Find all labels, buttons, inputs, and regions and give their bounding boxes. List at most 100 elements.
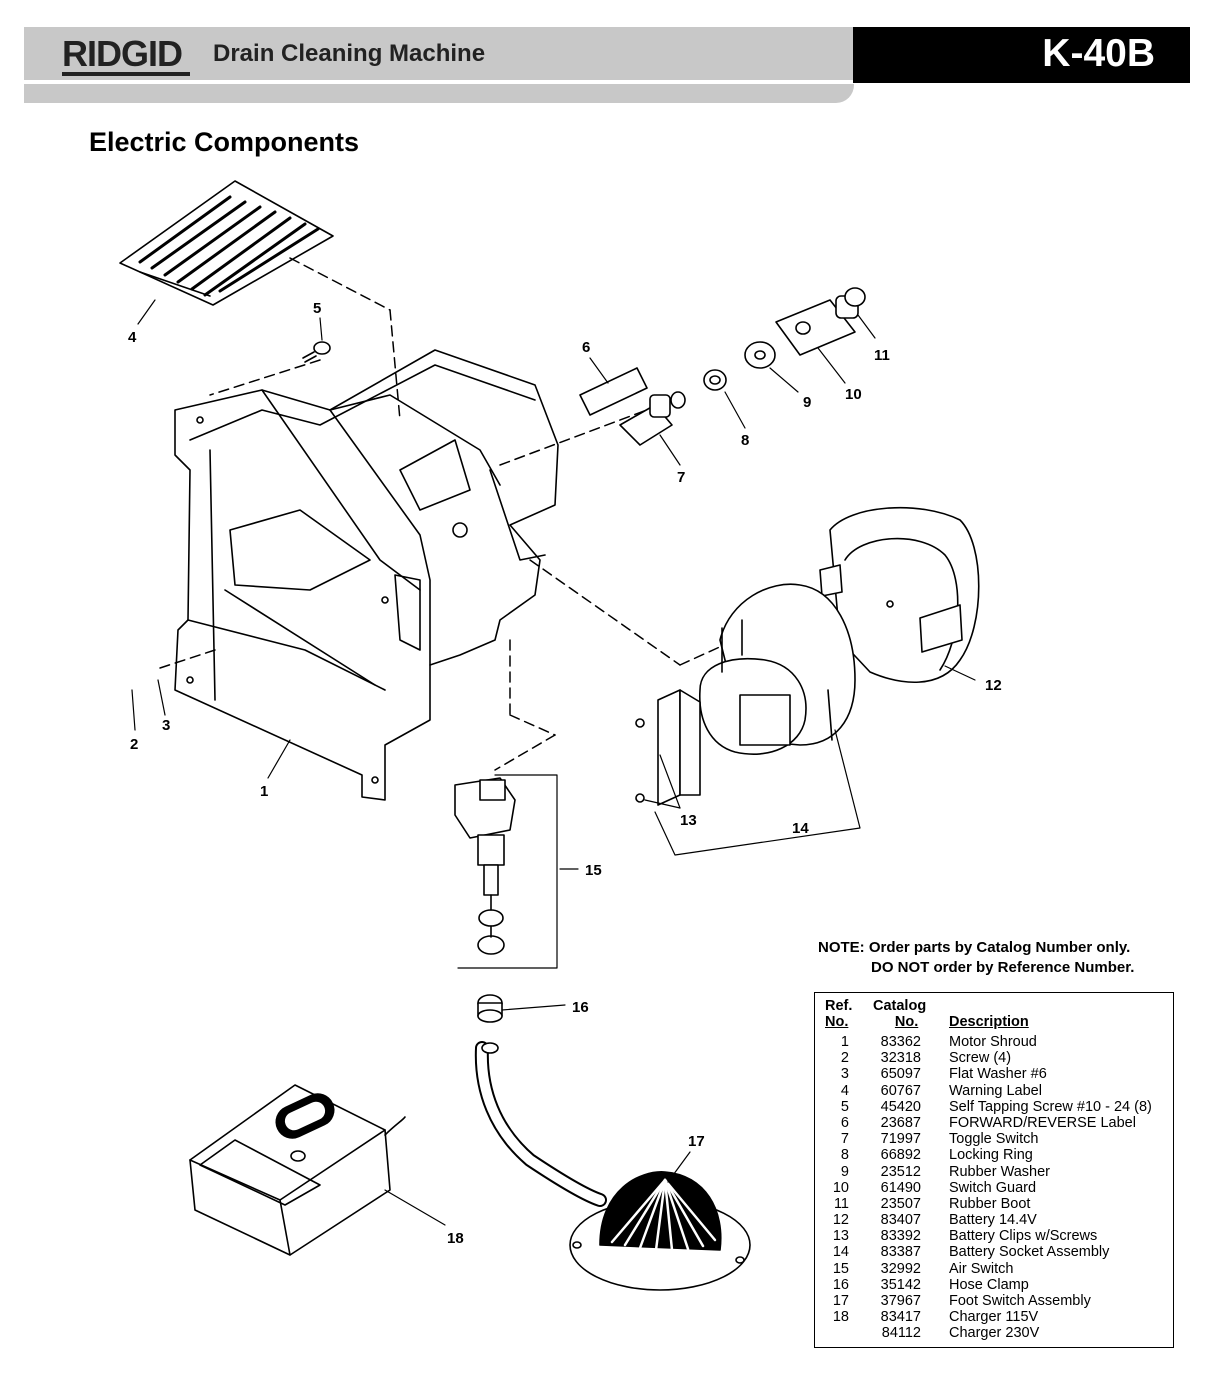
row-ref: 8	[840, 1147, 849, 1164]
table-row: 14 83387 Battery Socket Assembly	[815, 1244, 1173, 1260]
row-ref: 2	[840, 1050, 849, 1067]
header-catalog: Catalog No.	[873, 998, 926, 1030]
toggle-switch-part	[619, 391, 686, 446]
callout-11: 11	[874, 347, 890, 364]
table-row: 13 83392 Battery Clips w/Screws	[815, 1228, 1173, 1244]
callout-1: 1	[260, 783, 268, 800]
row-ref: 14	[832, 1244, 849, 1261]
row-ref: 10	[832, 1179, 849, 1196]
row-catalog: 35142	[880, 1276, 921, 1293]
row-description: Motor Shroud	[949, 1034, 1037, 1050]
row-catalog: 83387	[880, 1244, 921, 1261]
row-catalog: 83392	[880, 1228, 921, 1245]
row-ref: 7	[840, 1131, 849, 1148]
section-title: Electric Components	[89, 127, 360, 157]
row-description: Charger 230V	[949, 1325, 1040, 1342]
callout-16: 16	[572, 999, 589, 1016]
row-description: Rubber Washer	[949, 1163, 1051, 1180]
header-band	[24, 84, 854, 103]
air-switch-part	[454, 777, 516, 955]
row-catalog: 37967	[880, 1293, 921, 1309]
row-catalog: 66892	[880, 1147, 921, 1164]
model-number: K-40B	[1042, 32, 1155, 75]
ordering-note: NOTE: Order parts by Catalog Number only…	[818, 938, 1134, 978]
row-ref: 9	[840, 1163, 849, 1180]
row-catalog: 65097	[880, 1066, 921, 1083]
callout-8: 8	[741, 432, 749, 449]
model-box: K-40B	[853, 27, 1190, 83]
header-ref: Ref. No.	[825, 998, 852, 1030]
header-catalog-top: Catalog	[873, 998, 927, 1014]
row-catalog: 23507	[880, 1195, 921, 1212]
locking-ring-part	[703, 369, 727, 391]
row-ref: 6	[840, 1114, 849, 1131]
header-description-text: Description	[949, 1014, 1029, 1030]
row-catalog: 23512	[880, 1163, 921, 1180]
battery-socket-part	[699, 583, 856, 755]
assembly-lines	[159, 257, 736, 771]
table-row: 11 23507 Rubber Boot	[815, 1196, 1173, 1212]
callout-2: 2	[130, 736, 138, 753]
self-tapping-screw-part	[302, 341, 331, 363]
callout-15: 15	[585, 862, 602, 879]
table-row: 2 32318 Screw (4)	[815, 1050, 1173, 1066]
battery-part	[819, 506, 980, 684]
row-ref: 3	[840, 1066, 849, 1083]
row-description: Locking Ring	[949, 1147, 1033, 1164]
row-ref: 4	[840, 1082, 849, 1099]
table-row: 8 66892 Locking Ring	[815, 1147, 1173, 1163]
row-ref: 1	[840, 1034, 849, 1050]
header-ref-top: Ref.	[825, 998, 853, 1014]
hose-clamp-part	[477, 994, 503, 1023]
rubber-washer-part	[744, 341, 776, 369]
row-description: FORWARD/REVERSE Label	[949, 1114, 1136, 1131]
row-description: Battery 14.4V	[949, 1212, 1037, 1229]
row-description: Toggle Switch	[949, 1131, 1039, 1148]
callout-18: 18	[447, 1230, 464, 1247]
motor-shroud-part	[174, 349, 559, 801]
row-description: Battery Socket Assembly	[949, 1244, 1110, 1261]
row-description: Foot Switch Assembly	[949, 1293, 1091, 1309]
row-description: Hose Clamp	[949, 1276, 1029, 1293]
table-row: 15 32992 Air Switch	[815, 1261, 1173, 1277]
row-ref: 16	[832, 1276, 849, 1293]
machine-title: Drain Cleaning Machine	[213, 40, 486, 67]
row-ref: 11	[833, 1195, 849, 1212]
callout-13: 13	[680, 812, 697, 829]
row-ref: 15	[832, 1260, 849, 1277]
rubber-boot-part	[835, 287, 866, 319]
row-catalog: 32318	[880, 1050, 921, 1067]
row-description: Charger 115V	[949, 1309, 1039, 1326]
callout-4: 4	[128, 329, 137, 346]
row-ref: 13	[832, 1228, 849, 1245]
header-bar	[24, 27, 854, 80]
parts-table: Ref. No. Catalog No. Description 1 83362 M…	[814, 992, 1174, 1348]
header-catalog-bottom: No.	[894, 1014, 919, 1030]
row-description: Screw (4)	[949, 1050, 1012, 1067]
note-line-2: DO NOT order by Reference Number.	[871, 959, 1135, 976]
callout-14: 14	[792, 820, 809, 837]
brand-logo: RIDGID	[62, 33, 183, 74]
callout-17: 17	[688, 1133, 705, 1150]
row-description: Battery Clips w/Screws	[949, 1228, 1098, 1245]
row-catalog: 32992	[880, 1260, 921, 1277]
brand-underline	[62, 72, 190, 76]
row-description: Rubber Boot	[949, 1195, 1031, 1212]
callout-6: 6	[582, 339, 590, 356]
row-catalog: 45420	[880, 1098, 921, 1115]
header-description: Description	[949, 1014, 1029, 1030]
callout-12: 12	[985, 677, 1002, 694]
note-line-1: NOTE: Order parts by Catalog Number only…	[818, 939, 1131, 956]
row-catalog: 61490	[880, 1179, 921, 1196]
callout-7: 7	[677, 469, 685, 486]
table-row: 9 23512 Rubber Washer	[815, 1164, 1173, 1180]
row-catalog: 83362	[880, 1034, 921, 1050]
row-description: Air Switch	[949, 1260, 1014, 1277]
